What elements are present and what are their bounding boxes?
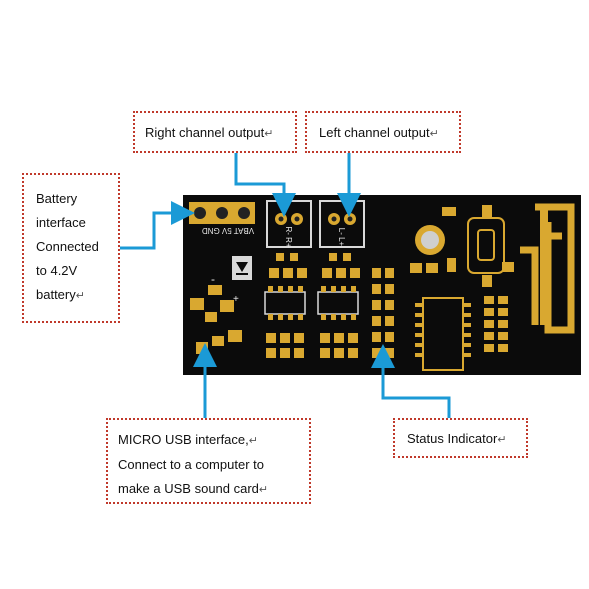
battery-line-4a: to [36,263,47,278]
callout-status: Status Indicator↵ [393,418,528,458]
callout-right-channel: Right channel output↵ [133,111,297,153]
battery-line-1: Battery [36,191,78,206]
smd-pads-right [484,296,508,352]
usb-line-2: Connect to a computer to [118,457,264,472]
arrow-status [371,344,451,418]
return-mark: ↵ [264,128,274,140]
power-header [189,202,255,224]
callout-battery: Battery interface Connected to 4.2V batt… [22,173,120,323]
power-pins-label: VBAT 5V GND [202,226,254,235]
usb-line-1: MICRO USB interface, [118,432,249,447]
callout-left-channel: Left channel output↵ [305,111,461,153]
return-mark: ↵ [75,290,85,302]
status-text: Status Indicator [407,431,498,446]
antenna [520,203,575,334]
crystal [467,205,505,287]
battery-line-5: battery [36,287,76,302]
minus-mark: - [211,272,215,286]
battery-line-3: Connected [36,239,99,254]
battery-line-4b: 4.2V [50,263,78,278]
usb-line-3: make a USB sound card [118,481,259,496]
right-channel-text: Right channel output [145,125,265,140]
return-mark: ↵ [497,434,507,446]
arrows [120,153,451,418]
top-pads [410,207,514,273]
battery-line-2: interface [36,215,86,230]
right-pins-label: R- R+ [284,226,293,247]
arrow-battery [120,201,195,250]
amp-ics [264,286,359,320]
arrow-right-channel [234,153,296,217]
return-mark: ↵ [429,128,439,140]
channel-pads [269,253,360,278]
diode [232,256,252,280]
left-channel-text: Left channel output [319,125,430,140]
callout-usb: MICRO USB interface,↵ Connect to a compu… [106,418,311,504]
battery-line-4: to 4.2V [36,259,108,283]
bottom-pads [266,333,358,358]
main-ic [415,297,471,371]
plus-mark: + [233,294,239,305]
return-mark: ↵ [248,435,258,447]
return-mark: ↵ [258,484,269,496]
left-pins-label: L- L+ [337,228,346,247]
